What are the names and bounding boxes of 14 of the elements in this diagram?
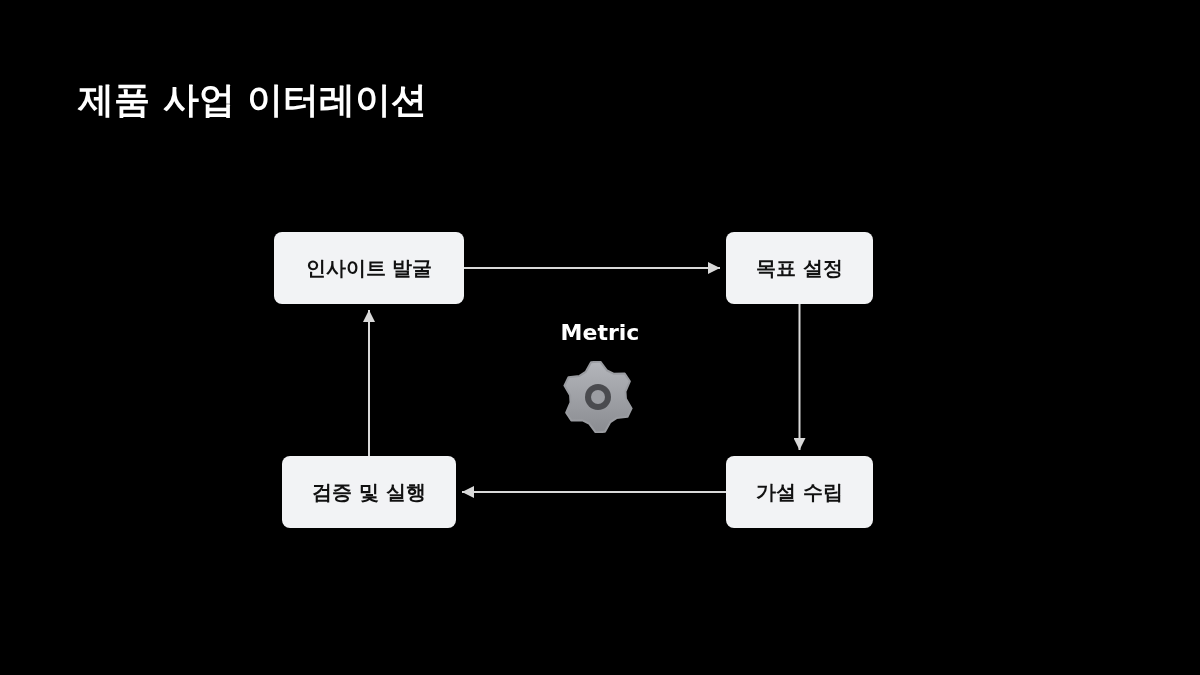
step-label: 가설 수립 <box>756 478 843 506</box>
process-box <box>274 232 464 304</box>
arrow <box>793 303 806 451</box>
step-label: 검증 및 실행 <box>312 478 426 506</box>
process-box <box>282 456 456 528</box>
process-box <box>726 232 873 304</box>
step-label: 인사이트 발굴 <box>305 254 433 282</box>
arrow <box>363 309 375 457</box>
arrow <box>461 486 727 498</box>
diagram-title: 제품 사업 이터레이션 <box>78 78 428 122</box>
process-box <box>726 456 873 528</box>
step-label: 목표 설정 <box>756 254 843 282</box>
arrow <box>463 262 721 274</box>
metric-label: Metric <box>559 320 641 345</box>
